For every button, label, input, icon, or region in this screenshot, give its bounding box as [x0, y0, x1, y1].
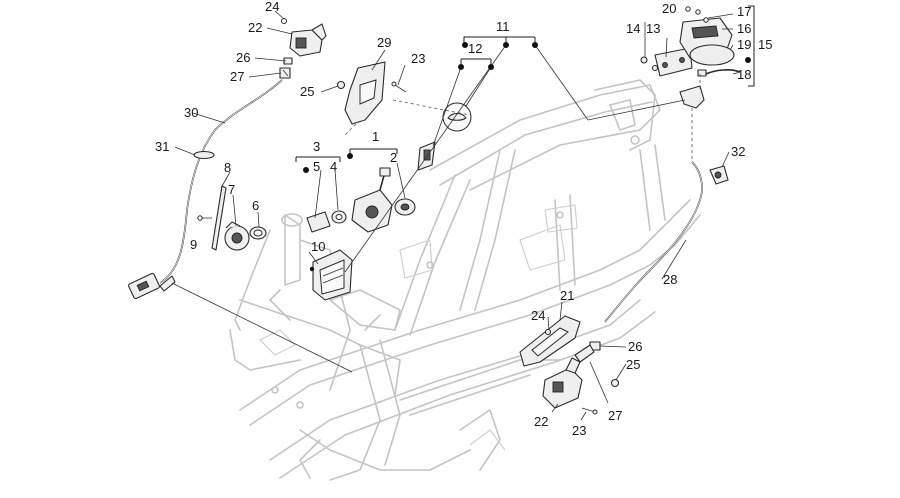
part-20-screw [685, 6, 691, 12]
scooter-frame [229, 79, 701, 481]
callout-brackets [295, 5, 755, 272]
callout-15: 15 [758, 37, 772, 52]
part-8-strap [211, 185, 227, 251]
part-2-lock-cylinder [394, 198, 416, 216]
callout-2: 2 [390, 150, 397, 165]
part-6-grommet [249, 226, 267, 240]
part-17-screw [695, 9, 709, 23]
callout-12: 12 [468, 41, 482, 56]
callout-10: 10 [311, 239, 325, 254]
dashed-lines [344, 74, 701, 160]
rear-sensor-mount [679, 85, 705, 109]
callout-11: 11 [496, 19, 510, 34]
leader-lines [171, 10, 741, 421]
part-23-screw-top [391, 81, 407, 93]
part-22-upper-actuator [289, 23, 327, 57]
callout-9: 9 [190, 237, 197, 252]
callout-24-lower: 24 [531, 308, 545, 323]
callout-28: 28 [663, 272, 677, 287]
callout-1: 1 [372, 129, 379, 144]
part-1-ignition-switch [351, 167, 393, 233]
callout-31: 31 [155, 139, 169, 154]
callout-labels: 24 22 26 27 25 29 23 30 31 8 7 6 9 3 5 4… [155, 0, 772, 438]
callout-20: 20 [662, 1, 676, 16]
callout-4: 4 [330, 159, 337, 174]
part-30-cable-front [159, 79, 283, 284]
part-22-lower-actuator [542, 357, 583, 409]
part-14-screw [640, 56, 659, 72]
callout-23-lower: 23 [572, 423, 586, 438]
callout-27-lower: 27 [608, 408, 622, 423]
part-29-bracket [344, 61, 386, 125]
callout-27-top: 27 [230, 69, 244, 84]
callout-13: 13 [646, 21, 660, 36]
callout-30: 30 [184, 105, 198, 120]
callout-18: 18 [737, 67, 751, 82]
callout-29: 29 [377, 35, 391, 50]
part-4-washer [331, 210, 347, 224]
part-25-bolt-top [336, 80, 346, 90]
callout-16: 16 [737, 21, 751, 36]
part-13-mount-plate [654, 47, 693, 77]
part-9-screw [197, 215, 212, 221]
cable-connector-detail [128, 272, 176, 300]
part-31-cable-clip [193, 150, 215, 160]
part-10-control-unit [312, 249, 353, 301]
part-19-housing [689, 44, 735, 66]
part-23-screw-lower [581, 407, 598, 415]
callout-7: 7 [228, 182, 235, 197]
callout-21: 21 [560, 288, 574, 303]
part-18-cable [697, 69, 741, 77]
callout-26-top: 26 [236, 50, 250, 65]
part-24-screw-lower [544, 328, 552, 336]
callout-22-lower: 22 [534, 414, 548, 429]
callout-23-top: 23 [411, 51, 425, 66]
callout-14: 14 [626, 21, 640, 36]
callout-25-top: 25 [300, 84, 314, 99]
part-28-cable-rear [604, 161, 703, 323]
callout-19: 19 [737, 37, 751, 52]
part-25-bolt-lower [610, 378, 620, 388]
callout-24-top: 24 [265, 0, 279, 14]
part-27-cable-end-lower [574, 344, 595, 363]
part-32-connector [709, 165, 729, 185]
callout-26-lower: 26 [628, 339, 642, 354]
callout-25-lower: 25 [626, 357, 640, 372]
callout-8: 8 [224, 160, 231, 175]
callout-17: 17 [737, 4, 751, 19]
part-12-key-detail [442, 102, 472, 132]
part-7-horn [224, 221, 250, 251]
part-24-screw-top [281, 18, 287, 24]
callout-3: 3 [313, 139, 320, 154]
callout-6: 6 [252, 198, 259, 213]
part-27-cable-end-top [279, 67, 291, 79]
callout-22-top: 22 [248, 20, 262, 35]
part-5-cap [306, 211, 331, 233]
part-21-bracket [519, 315, 581, 367]
callout-5: 5 [313, 159, 320, 174]
callout-32: 32 [731, 144, 745, 159]
